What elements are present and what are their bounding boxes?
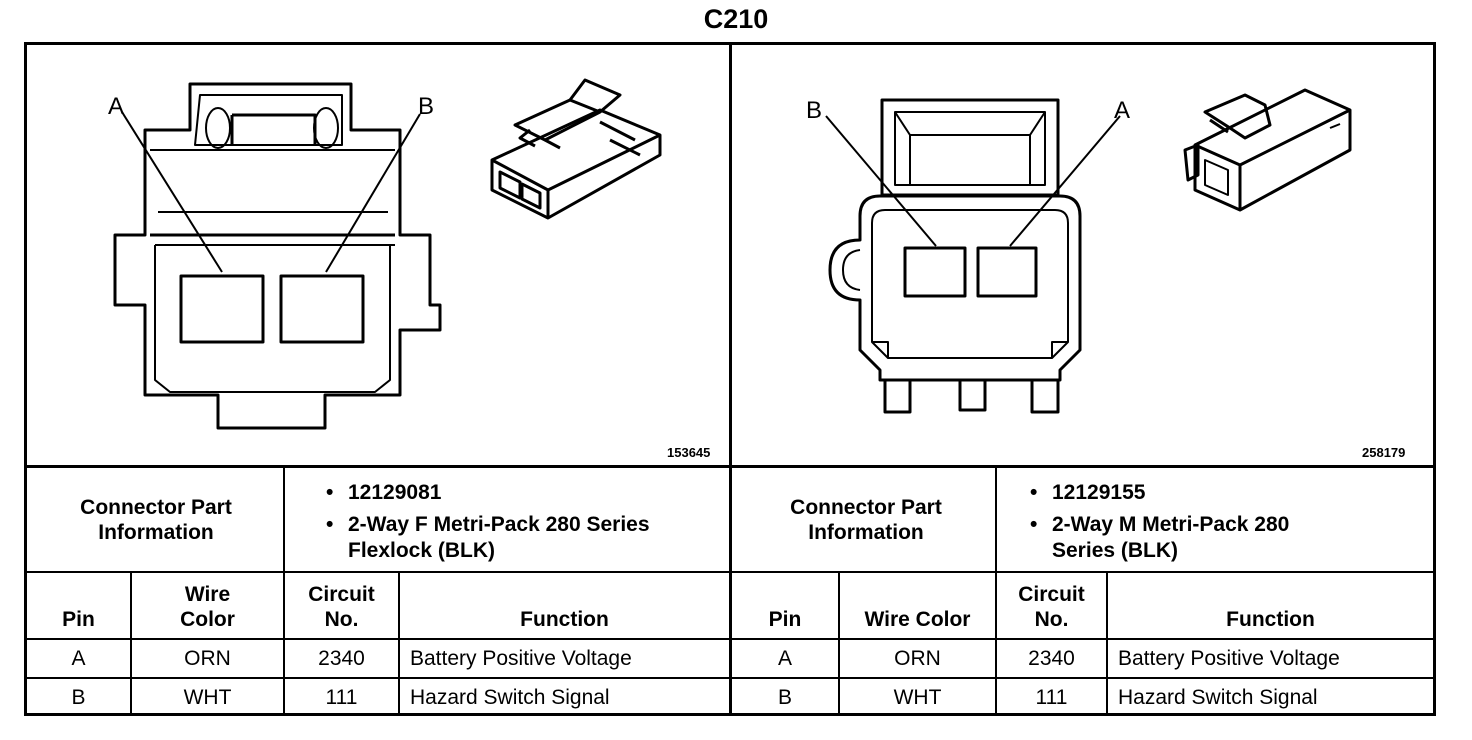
right-connector-diagram: B A bbox=[806, 88, 1352, 414]
bullet-icon: • bbox=[326, 513, 334, 536]
right-row-a-function: Battery Positive Voltage bbox=[1118, 647, 1340, 670]
right-part-info: • 12129155 • 2-Way M Metri-Pack 280 Series… bbox=[1030, 480, 1320, 564]
right-header-pin: Pin bbox=[768, 608, 802, 631]
right-row-b-pin: B bbox=[777, 686, 792, 709]
left-part-info-label: Connector Part Information bbox=[80, 495, 232, 544]
right-row-b-function: Hazard Switch Signal bbox=[1118, 686, 1318, 709]
left-header-pin: Pin bbox=[62, 608, 95, 631]
left-row-b-circuit: 111 bbox=[325, 686, 358, 709]
right-circuit-divider bbox=[1106, 572, 1108, 716]
bullet-icon: • bbox=[1030, 513, 1038, 536]
left-row-b-function: Hazard Switch Signal bbox=[410, 686, 610, 709]
left-part-number: 12129081 bbox=[348, 481, 442, 504]
left-header-wire-color: Wire Color bbox=[180, 583, 235, 631]
left-row-b-pin: B bbox=[71, 686, 86, 709]
right-header-circuit: Circuit No. bbox=[1018, 583, 1085, 631]
left-part-description: 2-Way F Metri-Pack 280 Series Flexlock (… bbox=[348, 513, 650, 562]
right-header-function: Function bbox=[1226, 608, 1315, 631]
right-part-description: 2-Way M Metri-Pack 280 Series (BLK) bbox=[1052, 513, 1290, 562]
left-part-info: • 12129081 • 2-Way F Metri-Pack 280 Series… bbox=[326, 480, 721, 564]
left-row-a-wire: ORN bbox=[184, 647, 231, 670]
left-header-function: Function bbox=[520, 608, 609, 631]
left-row-a-function: Battery Positive Voltage bbox=[410, 647, 632, 670]
row-a-divider bbox=[24, 677, 1436, 679]
left-circuit-divider bbox=[398, 572, 400, 716]
left-row-b-wire: WHT bbox=[183, 686, 232, 709]
left-row-a-circuit: 2340 bbox=[318, 647, 365, 670]
bullet-icon: • bbox=[1030, 481, 1038, 504]
connector-title: C210 bbox=[703, 4, 769, 34]
center-divider bbox=[729, 42, 732, 716]
right-image-id: 258179 bbox=[1362, 445, 1406, 460]
left-image-id: 153645 bbox=[667, 445, 711, 460]
right-row-a-circuit: 2340 bbox=[1028, 647, 1075, 670]
right-pin-label-a: A bbox=[1114, 97, 1130, 124]
diagram-table-divider bbox=[24, 465, 1436, 468]
right-part-info-label: Connector Part Information bbox=[790, 495, 942, 544]
right-part-number: 12129155 bbox=[1052, 481, 1146, 504]
left-pin-divider bbox=[130, 572, 132, 716]
left-connector-diagram: A B bbox=[108, 78, 662, 430]
right-partinfo-divider bbox=[995, 466, 997, 716]
left-header-circuit: Circuit No. bbox=[308, 583, 375, 631]
left-pin-label-b: B bbox=[418, 93, 434, 120]
right-row-a-pin: A bbox=[777, 647, 792, 670]
right-pin-label-b: B bbox=[806, 97, 822, 124]
left-partinfo-divider bbox=[283, 466, 285, 716]
left-pin-label-a: A bbox=[108, 93, 124, 120]
right-pin-divider bbox=[838, 572, 840, 716]
right-header-wire-color: Wire Color bbox=[864, 608, 971, 631]
right-row-b-wire: WHT bbox=[893, 686, 942, 709]
partinfo-table-divider bbox=[24, 571, 1436, 573]
right-row-a-wire: ORN bbox=[894, 647, 941, 670]
left-row-a-pin: A bbox=[71, 647, 86, 670]
right-row-b-circuit: 111 bbox=[1035, 686, 1068, 709]
header-row-divider bbox=[24, 638, 1436, 640]
bullet-icon: • bbox=[326, 481, 334, 504]
